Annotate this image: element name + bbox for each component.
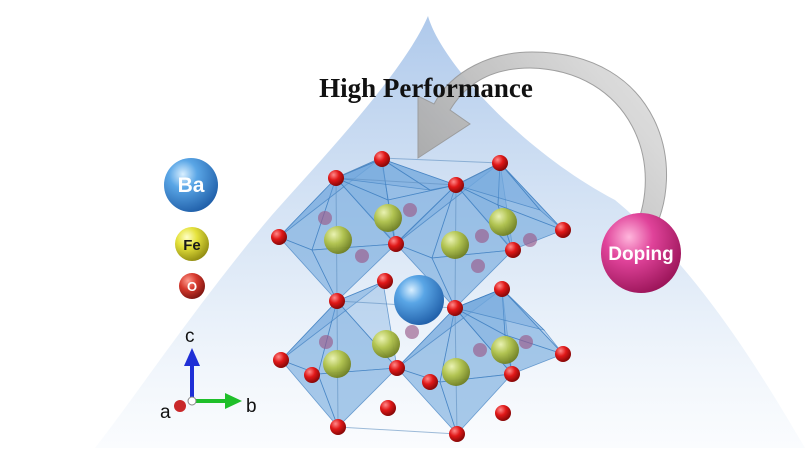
legend-ba-label: Ba (178, 174, 205, 197)
oxygen-atom (388, 236, 404, 252)
c-axis-arrowhead (184, 348, 200, 366)
oxygen-atom (523, 233, 537, 247)
legend-fe-sphere (175, 227, 209, 261)
crystal-axes: c b a (160, 326, 257, 423)
octahedron-face (381, 158, 458, 191)
unit-cell-edge (335, 177, 457, 186)
legend-ba-sphere (164, 158, 218, 212)
oxygen-atom (389, 360, 405, 376)
iron-atom (489, 208, 517, 236)
c-axis-label: c (185, 326, 195, 347)
legend-fe-label: Fe (183, 237, 201, 254)
a-axis-point (174, 400, 186, 412)
oxygen-atom (473, 343, 487, 357)
oxygen-atom (422, 374, 438, 390)
oxygen-atom (355, 249, 369, 263)
unit-cell-edge (337, 426, 458, 435)
iron-atom (323, 350, 351, 378)
oxygen-atom (505, 242, 521, 258)
legend-item-fe: Fe (175, 227, 209, 261)
doping-sphere (601, 213, 681, 293)
doping-badge: Doping (601, 213, 681, 293)
unit-cell-edge (335, 157, 382, 179)
oxygen-atom (492, 155, 508, 171)
oxygen-atom (555, 346, 571, 362)
oxygen-atom (273, 352, 289, 368)
iron-atom (491, 336, 519, 364)
oxygen-atom (448, 177, 464, 193)
oxygen-atom (330, 419, 346, 435)
axis-origin (187, 396, 197, 406)
oxygen-atom (555, 222, 571, 238)
octahedron-face (501, 288, 564, 355)
doping-label: Doping (608, 244, 673, 265)
iron-atom (324, 226, 352, 254)
oxygen-atom (504, 366, 520, 382)
oxygen-atom (449, 426, 465, 442)
legend-o-label: O (187, 279, 197, 294)
b-axis-label: b (246, 396, 257, 417)
oxygen-atom (271, 229, 287, 245)
b-axis-arrowhead (225, 393, 242, 409)
iron-atom (372, 330, 400, 358)
octahedron-face (311, 243, 398, 302)
diagram-title: High Performance (319, 73, 533, 103)
iron-atom (442, 358, 470, 386)
iron-atom (374, 204, 402, 232)
oxygen-atom (318, 211, 332, 225)
oxygen-atom (405, 325, 419, 339)
a-axis-label: a (160, 402, 171, 423)
oxygen-atom (447, 300, 463, 316)
oxygen-atom (519, 335, 533, 349)
oxygen-atom (494, 281, 510, 297)
perovskite-crystal-structure (271, 151, 571, 442)
oxygen-atom (471, 259, 485, 273)
iron-atom (441, 231, 469, 259)
octahedron-face (431, 249, 515, 309)
legend-item-o: O (179, 273, 205, 299)
atom-legend: Ba Fe O (164, 158, 218, 299)
legend-item-ba: Ba (164, 158, 218, 212)
oxygen-atom (380, 400, 396, 416)
oxygen-atom (377, 273, 393, 289)
oxygen-atom (319, 335, 333, 349)
oxygen-atom (328, 170, 344, 186)
legend-o-sphere (179, 273, 205, 299)
barium-atom (394, 275, 444, 325)
oxygen-atom (374, 151, 390, 167)
oxygen-atom (495, 405, 511, 421)
unit-cell-edge (455, 162, 501, 186)
oxygen-atom (475, 229, 489, 243)
oxygen-atom (329, 293, 345, 309)
octahedron-face (439, 373, 514, 435)
oxygen-atom (403, 203, 417, 217)
oxygen-atom (304, 367, 320, 383)
unit-cell-edge (380, 157, 501, 164)
octahedron-face (499, 162, 564, 231)
